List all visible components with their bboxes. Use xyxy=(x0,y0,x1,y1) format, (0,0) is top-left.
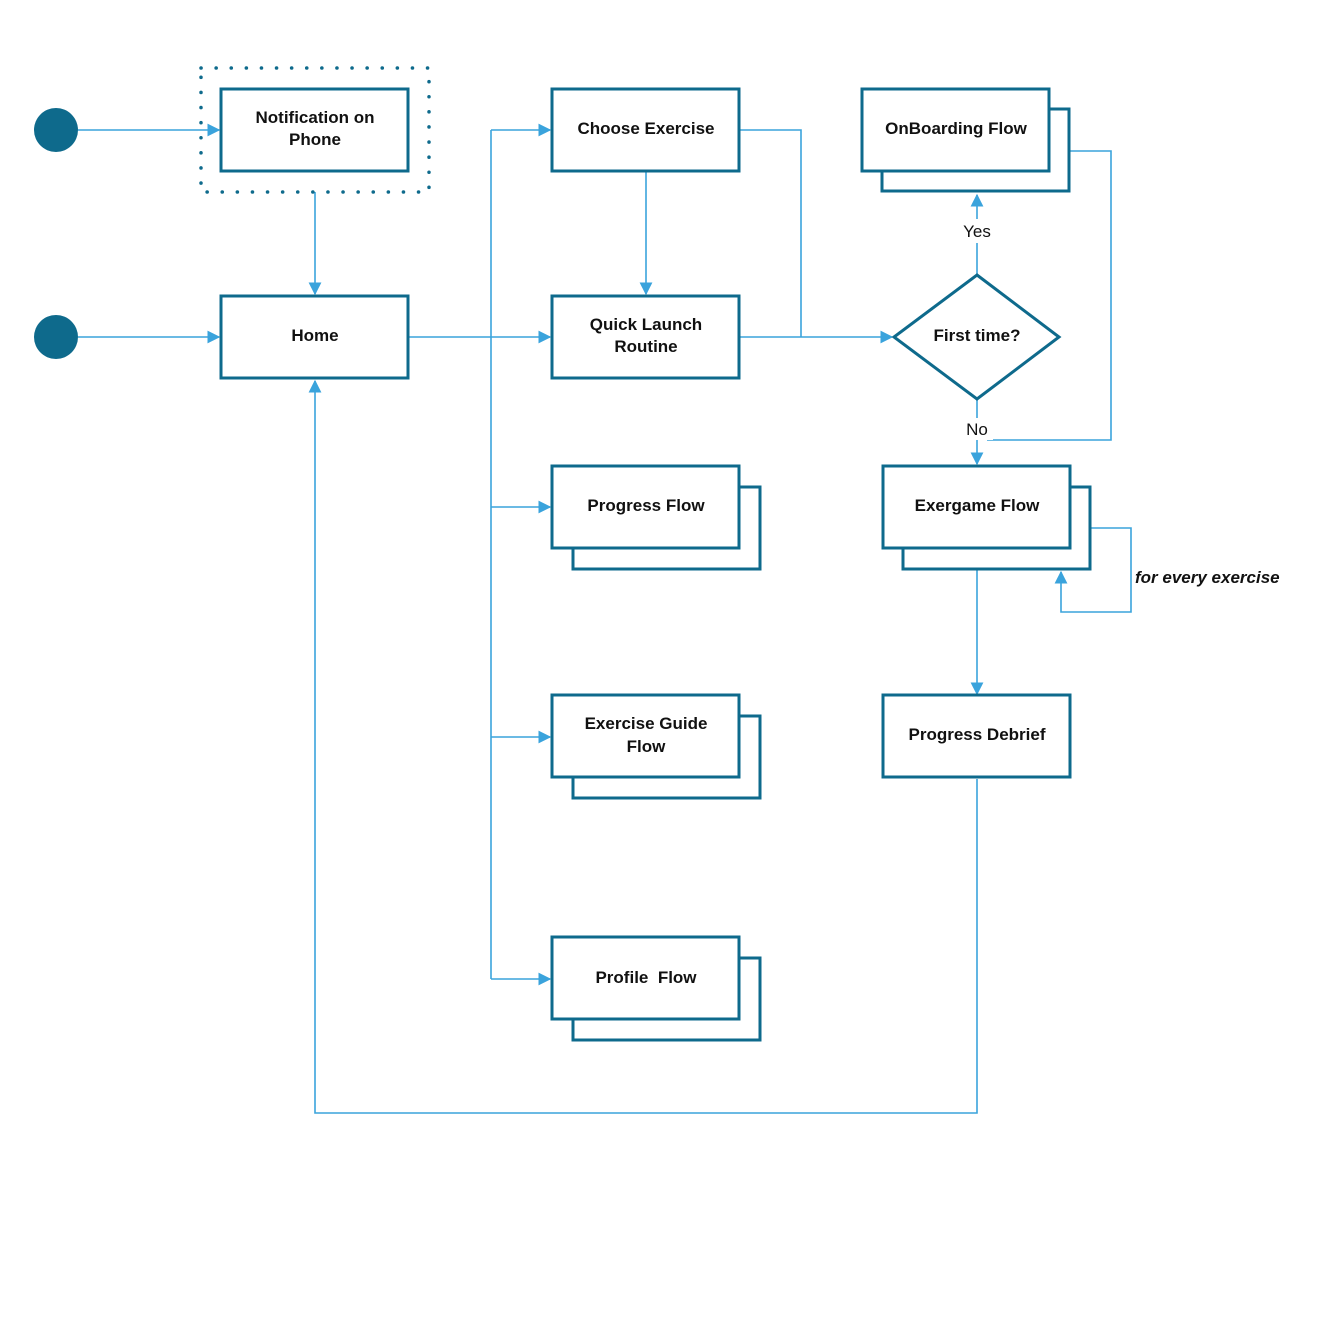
choose-exercise-label: Choose Exercise xyxy=(577,119,714,138)
node-exercise-guide[interactable]: Exercise Guide Flow xyxy=(550,693,762,800)
progress-flow-label: Progress Flow xyxy=(587,496,705,515)
notification-label-line2: Phone xyxy=(289,130,341,149)
svg-text:Notification on: Notification on xyxy=(256,108,375,127)
no-label-bg xyxy=(961,418,993,440)
node-progress-flow[interactable]: Progress Flow xyxy=(550,464,762,571)
edge-debrief-to-home xyxy=(308,379,978,1114)
svg-text:Phone: Phone xyxy=(289,130,341,149)
home-label: Home xyxy=(291,326,338,345)
yes-label-bg xyxy=(958,219,996,243)
node-onboarding[interactable]: OnBoarding Flow xyxy=(860,87,1071,193)
edge-label-no: No xyxy=(966,420,988,439)
edge-exergame-loop xyxy=(1054,527,1132,613)
node-profile-flow[interactable]: Profile Flow xyxy=(550,935,762,1042)
node-progress-debrief[interactable]: Progress Debrief xyxy=(881,693,1072,779)
start-node-home xyxy=(34,315,78,359)
progress-debrief-label: Progress Debrief xyxy=(909,725,1046,744)
first-time-label: First time? xyxy=(934,326,1021,345)
edge-label-yes: Yes xyxy=(963,222,991,241)
edge-onboarding-to-exergame xyxy=(987,150,1112,441)
node-first-time-decision[interactable]: First time? xyxy=(891,273,1062,401)
node-home[interactable]: Home xyxy=(219,294,410,380)
node-quick-launch[interactable]: Quick Launch Routine xyxy=(550,294,741,380)
quick-launch-label-line1: Quick Launch xyxy=(590,315,702,334)
node-choose-exercise[interactable]: Choose Exercise xyxy=(550,87,741,173)
node-notification[interactable]: Notification on Phone xyxy=(199,66,431,194)
loop-annotation: for every exercise xyxy=(1135,568,1280,587)
exercise-guide-label-line1: Exercise Guide xyxy=(585,714,708,733)
start-node-notification xyxy=(34,108,78,152)
quick-launch-label-line2: Routine xyxy=(614,337,677,356)
onboarding-label: OnBoarding Flow xyxy=(885,119,1027,138)
notification-label-line1: Notification on xyxy=(256,108,375,127)
exergame-label: Exergame Flow xyxy=(915,496,1040,515)
profile-flow-label: Profile Flow xyxy=(595,968,697,987)
node-exergame[interactable]: Exergame Flow xyxy=(881,464,1092,571)
edge-choose-to-bus-right xyxy=(739,129,802,337)
exercise-guide-label-line2: Flow xyxy=(627,737,666,756)
